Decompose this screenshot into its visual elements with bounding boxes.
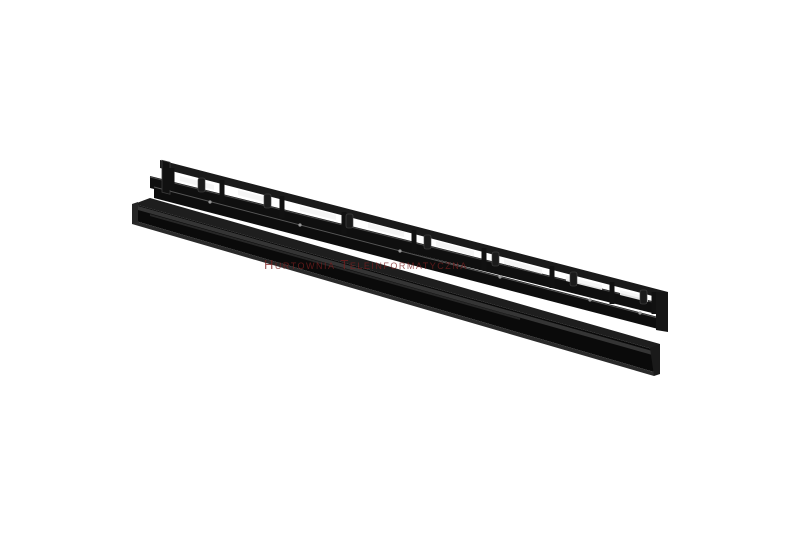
cable-organizer-frame (149, 159, 668, 332)
cover-panel (132, 198, 660, 376)
